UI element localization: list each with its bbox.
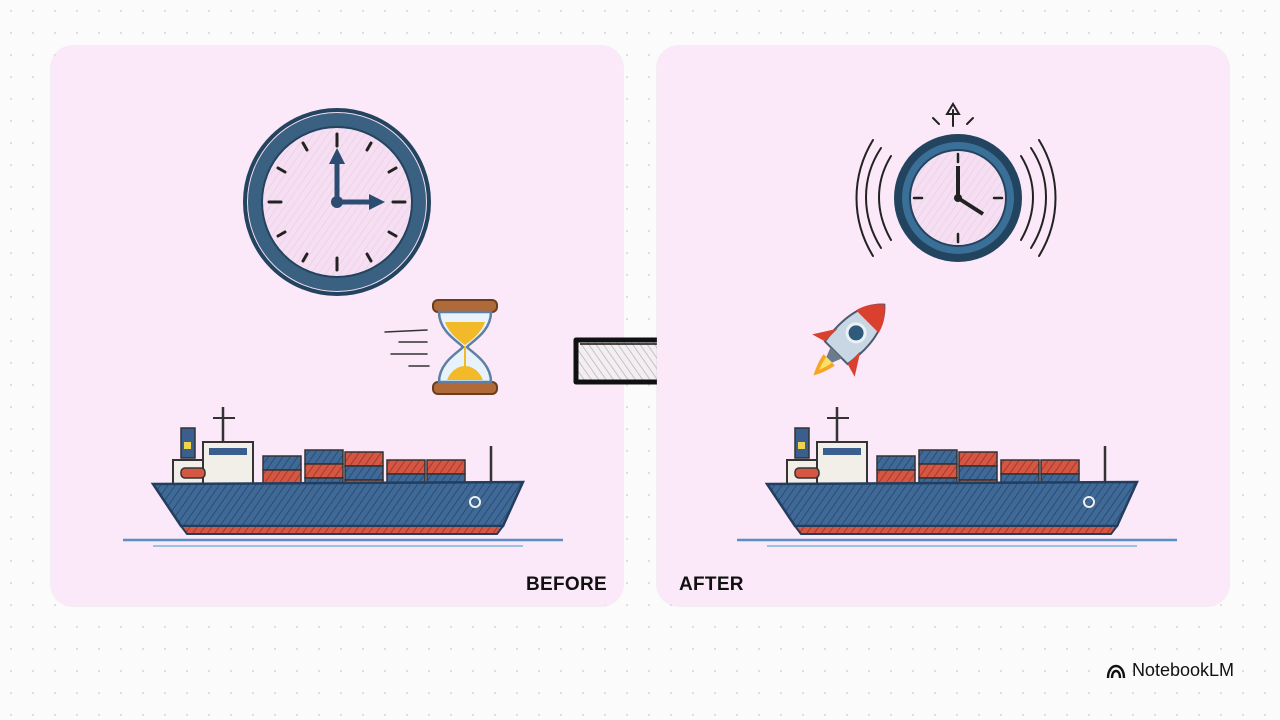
before-panel: BEFORE [51,46,623,606]
container-ship-icon [735,405,1179,548]
hourglass-icon [384,299,498,395]
after-panel: AFTER [657,46,1229,606]
rocket-icon [812,303,886,377]
before-label: BEFORE [526,574,607,595]
fast-clock-icon [855,102,1057,262]
brand: NotebookLM [1106,660,1234,681]
clock-icon [243,108,431,296]
brand-name: NotebookLM [1131,660,1234,680]
after-label: AFTER [679,574,744,595]
container-ship-icon [121,405,565,548]
notebooklm-logo-icon [1106,664,1126,678]
